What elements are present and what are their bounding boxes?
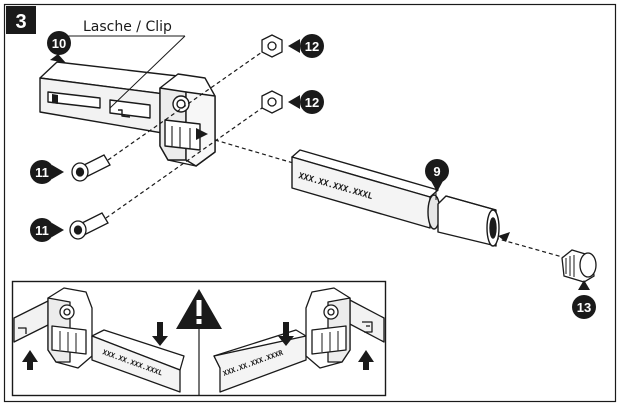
badge-nut-upper: 12 (288, 34, 324, 58)
detail-tube-left (91, 329, 185, 393)
badge-clip-number: 10 (52, 36, 66, 51)
badge-screw-upper-number: 11 (35, 165, 49, 180)
badge-nut-lower-number: 12 (305, 95, 319, 110)
badge-tube-number: 9 (433, 164, 440, 179)
badge-screw-upper: 11 (30, 160, 64, 184)
step-badge: 3 (6, 6, 36, 34)
badge-clip: 10 (47, 31, 71, 63)
detail-clip-left (13, 287, 93, 369)
detail-arrow-down-right (278, 322, 294, 346)
detail-clip-right (305, 287, 385, 369)
screw-upper (71, 154, 111, 182)
nut-upper (261, 34, 283, 58)
tube-part (291, 149, 500, 247)
badge-nut-upper-number: 12 (305, 39, 319, 54)
step-number: 3 (15, 11, 26, 33)
detail-arrow-down-left (152, 322, 168, 346)
clip-label: Lasche / Clip (83, 19, 172, 35)
badge-end-cap-number: 13 (577, 300, 591, 315)
tube-insert-arrow (498, 232, 510, 242)
badge-screw-lower: 11 (30, 218, 64, 242)
diagram-frame (3, 3, 617, 403)
detail-arrow-up-right (358, 350, 374, 370)
badge-screw-lower-number: 11 (35, 223, 49, 238)
clip-part (39, 61, 216, 167)
warning-triangle-icon (176, 289, 222, 395)
end-cap-part (561, 249, 597, 283)
badge-end-cap: 13 (572, 280, 596, 319)
screw-lower (69, 212, 109, 240)
badge-tube: 9 (425, 159, 449, 200)
clip-label-pointer (109, 35, 186, 109)
detail-arrow-up-left (22, 350, 38, 370)
nut-lower (261, 90, 283, 114)
badge-nut-lower: 12 (288, 90, 324, 114)
assembly-lines (105, 51, 567, 259)
